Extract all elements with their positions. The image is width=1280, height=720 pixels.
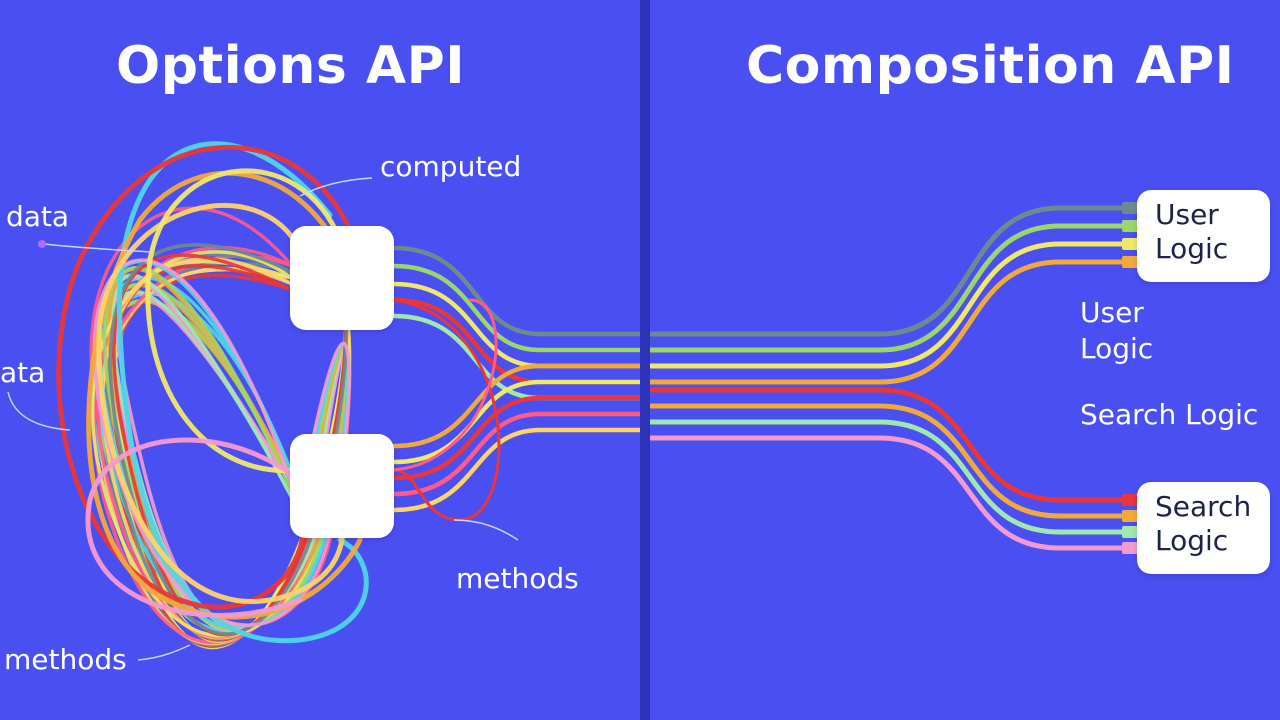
search-logic-strand: [647, 419, 1140, 535]
tangle-loop: [96, 202, 346, 605]
user-logic-line2: Logic: [1155, 232, 1229, 265]
data-anchor-dot: [38, 240, 46, 248]
label-search-logic: Search Logic: [1080, 398, 1259, 431]
module-connector: [1122, 494, 1138, 506]
user-logic-line1: User: [1155, 198, 1219, 231]
left-bottom-strand: [391, 427, 649, 513]
leader-methods-right: [453, 519, 519, 541]
label-methods-bottom: methods: [4, 643, 127, 676]
leader-methods-bottom: [137, 644, 191, 661]
search-logic-module: Search Logic: [1137, 482, 1270, 574]
left-bottom-strand: [391, 395, 649, 481]
search-logic-strand: [647, 435, 1140, 551]
composition-api-flow: [391, 202, 1140, 554]
user-logic-strand: [647, 241, 1140, 369]
left-bottom-strand: [391, 363, 649, 449]
label-leader-lines: [7, 177, 519, 661]
tangle-loop: [86, 170, 363, 620]
label-data-top: data: [6, 200, 70, 233]
label-methods-right: methods: [456, 562, 579, 595]
options-node-top: [290, 226, 394, 330]
tangle-loop: [145, 168, 343, 474]
left-top-strand: [391, 281, 649, 369]
user-logic-strand: [647, 223, 1140, 353]
left-crossing-strand: [392, 298, 501, 522]
leader-data-top: [43, 243, 151, 253]
label-data-mid: ata: [0, 356, 46, 389]
user-logic-strand: [647, 205, 1140, 337]
tangle-loop: [56, 144, 353, 610]
search-logic-line2: Logic: [1155, 524, 1229, 557]
module-connector: [1122, 542, 1138, 554]
search-logic-line1: Search: [1155, 490, 1252, 523]
search-logic-strand: [647, 403, 1140, 519]
options-api-tangle: [56, 141, 369, 649]
module-connector: [1122, 510, 1138, 522]
label-user: User: [1080, 296, 1144, 329]
leader-data-mid: [7, 391, 71, 431]
left-top-strand: [391, 297, 649, 385]
label-logic: Logic: [1080, 332, 1154, 365]
options-api-title: Options API: [116, 36, 466, 96]
left-top-strand: [391, 263, 649, 353]
module-connector: [1122, 238, 1138, 250]
tangle-loop: [116, 141, 369, 644]
module-connector: [1122, 526, 1138, 538]
user-logic-module: User Logic: [1137, 190, 1270, 282]
left-bottom-strand: [391, 379, 649, 465]
tangle-loop: [85, 437, 323, 618]
left-top-strand: [391, 245, 649, 337]
module-connector: [1122, 202, 1138, 214]
user-logic-strand: [647, 259, 1140, 385]
panel-divider: [640, 0, 650, 720]
left-bottom-strand: [391, 411, 649, 497]
tangle-strand: [91, 250, 352, 638]
module-connector: [1122, 256, 1138, 268]
label-computed: computed: [380, 150, 522, 183]
tangle-strand: [92, 258, 351, 627]
left-crossing-strand: [392, 298, 498, 472]
module-connector: [1122, 220, 1138, 232]
options-node-bottom: [290, 434, 394, 538]
search-logic-strand: [647, 387, 1140, 503]
leader-computed: [299, 177, 373, 197]
composition-api-title: Composition API: [746, 36, 1235, 96]
